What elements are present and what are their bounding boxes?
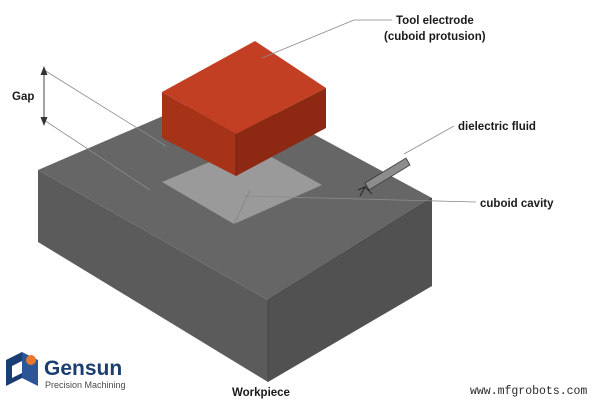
cuboid-cavity-leader xyxy=(243,195,477,203)
tool-electrode-leader xyxy=(261,19,355,59)
dielectric-fluid-nozzle xyxy=(357,157,411,197)
gap-label: Gap xyxy=(12,91,34,103)
cuboid-cavity xyxy=(162,145,322,224)
tool-electrode-top-face xyxy=(162,41,326,134)
tool-electrode xyxy=(162,41,326,176)
gensun-logo: Gensun Precision Machining xyxy=(6,352,126,390)
cuboid-cavity-label: cuboid cavity xyxy=(480,198,554,210)
tool-electrode-right-face xyxy=(236,88,326,176)
tool-electrode-left-face xyxy=(162,92,236,176)
dielectric-fluid-leader xyxy=(403,125,455,155)
workpiece-left-face xyxy=(38,170,268,382)
dielectric-fluid-label: dielectric fluid xyxy=(458,121,536,133)
gap-dimension: Gap xyxy=(12,66,167,191)
brand-name: Gensun xyxy=(44,357,122,380)
tool-electrode-label: Tool electrode xyxy=(396,15,474,27)
gensun-logo-mark xyxy=(6,352,38,386)
brand-tagline: Precision Machining xyxy=(45,380,126,390)
tool-electrode-sublabel: (cuboid protusion) xyxy=(384,31,486,43)
workpiece-label: Workpiece xyxy=(232,387,290,399)
workpiece-right-face xyxy=(268,198,432,382)
watermark: www.mfgrobots.com xyxy=(470,385,587,398)
